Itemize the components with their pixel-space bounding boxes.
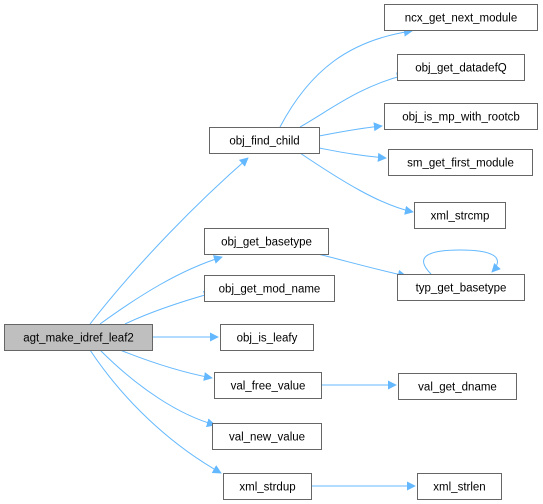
node-label: agt_make_idref_leaf2 (23, 333, 134, 345)
node-box (209, 127, 320, 154)
node-label: obj_get_mod_name (219, 284, 321, 296)
edge-find_child-to-first_module (318, 147, 387, 162)
node-box (214, 372, 322, 399)
node-strlen[interactable]: xml_strlen (417, 473, 502, 500)
node-box (212, 423, 322, 450)
node-box (223, 473, 312, 500)
nodes-layer: agt_make_idref_leaf2 obj_find_child ncx_ge… (4, 4, 538, 500)
edge-typ_basetype-to-typ_basetype (423, 249, 501, 275)
node-is-leafy[interactable]: obj_is_leafy (220, 324, 314, 351)
node-strcmp[interactable]: xml_strcmp (414, 202, 506, 229)
edge-find_child-to-next_module (279, 27, 413, 128)
node-box (204, 275, 335, 302)
node-label: xml_strcmp (431, 211, 490, 223)
edge-root-to-get_basetype (99, 255, 223, 325)
node-label: sm_get_first_module (407, 158, 514, 170)
node-label: obj_get_basetype (221, 237, 312, 249)
node-label: obj_is_leafy (237, 333, 298, 345)
node-label: ncx_get_next_module (405, 13, 518, 25)
edge-find_child-to-strcmp (299, 152, 414, 215)
node-free-value[interactable]: val_free_value (214, 372, 322, 399)
node-datadefq[interactable]: obj_get_datadefQ (397, 54, 525, 81)
node-get-basetype[interactable]: obj_get_basetype (204, 228, 329, 255)
node-box (204, 228, 329, 255)
node-next-module[interactable]: ncx_get_next_module (384, 4, 538, 31)
node-box (388, 149, 533, 176)
node-box (397, 54, 525, 81)
edge-get_basetype-to-typ_basetype (317, 253, 407, 279)
node-box (384, 103, 538, 130)
node-label: val_get_dname (418, 382, 497, 394)
node-new-value[interactable]: val_new_value (212, 423, 322, 450)
edge-root-to-new_value (99, 349, 216, 428)
edge-root-to-free_value (119, 349, 213, 381)
node-box (414, 202, 506, 229)
node-label: xml_strlen (433, 482, 485, 494)
node-label: obj_find_child (229, 136, 299, 148)
node-label: obj_is_mp_with_rootcb (402, 112, 520, 124)
node-label: typ_get_basetype (416, 283, 507, 295)
node-box (397, 274, 525, 301)
node-mp-rootcb[interactable]: obj_is_mp_with_rootcb (384, 103, 538, 130)
node-first-module[interactable]: sm_get_first_module (388, 149, 533, 176)
edges-layer (89, 27, 501, 491)
edge-root-to-strdup (89, 349, 222, 474)
node-get-dname[interactable]: val_get_dname (398, 373, 517, 400)
node-strdup[interactable]: xml_strdup (223, 473, 312, 500)
node-box (417, 473, 502, 500)
node-box (398, 373, 517, 400)
node-find-child[interactable]: obj_find_child (209, 127, 320, 154)
node-mod-name[interactable]: obj_get_mod_name (204, 275, 335, 302)
node-box (384, 4, 538, 31)
edge-find_child-to-datadefq (299, 72, 406, 128)
node-label: val_new_value (229, 432, 305, 444)
node-root[interactable]: agt_make_idref_leaf2 (4, 324, 153, 351)
node-label: obj_get_datadefQ (415, 63, 506, 75)
edge-root-to-mod_name (124, 290, 213, 325)
node-typ-basetype[interactable]: typ_get_basetype (397, 274, 525, 301)
node-label: xml_strdup (239, 482, 295, 494)
node-box (4, 324, 153, 351)
edge-find_child-to-mp_rootcb (318, 122, 383, 137)
node-box (220, 324, 314, 351)
node-label: val_free_value (231, 381, 306, 393)
edge-root-to-find_child (89, 157, 249, 325)
